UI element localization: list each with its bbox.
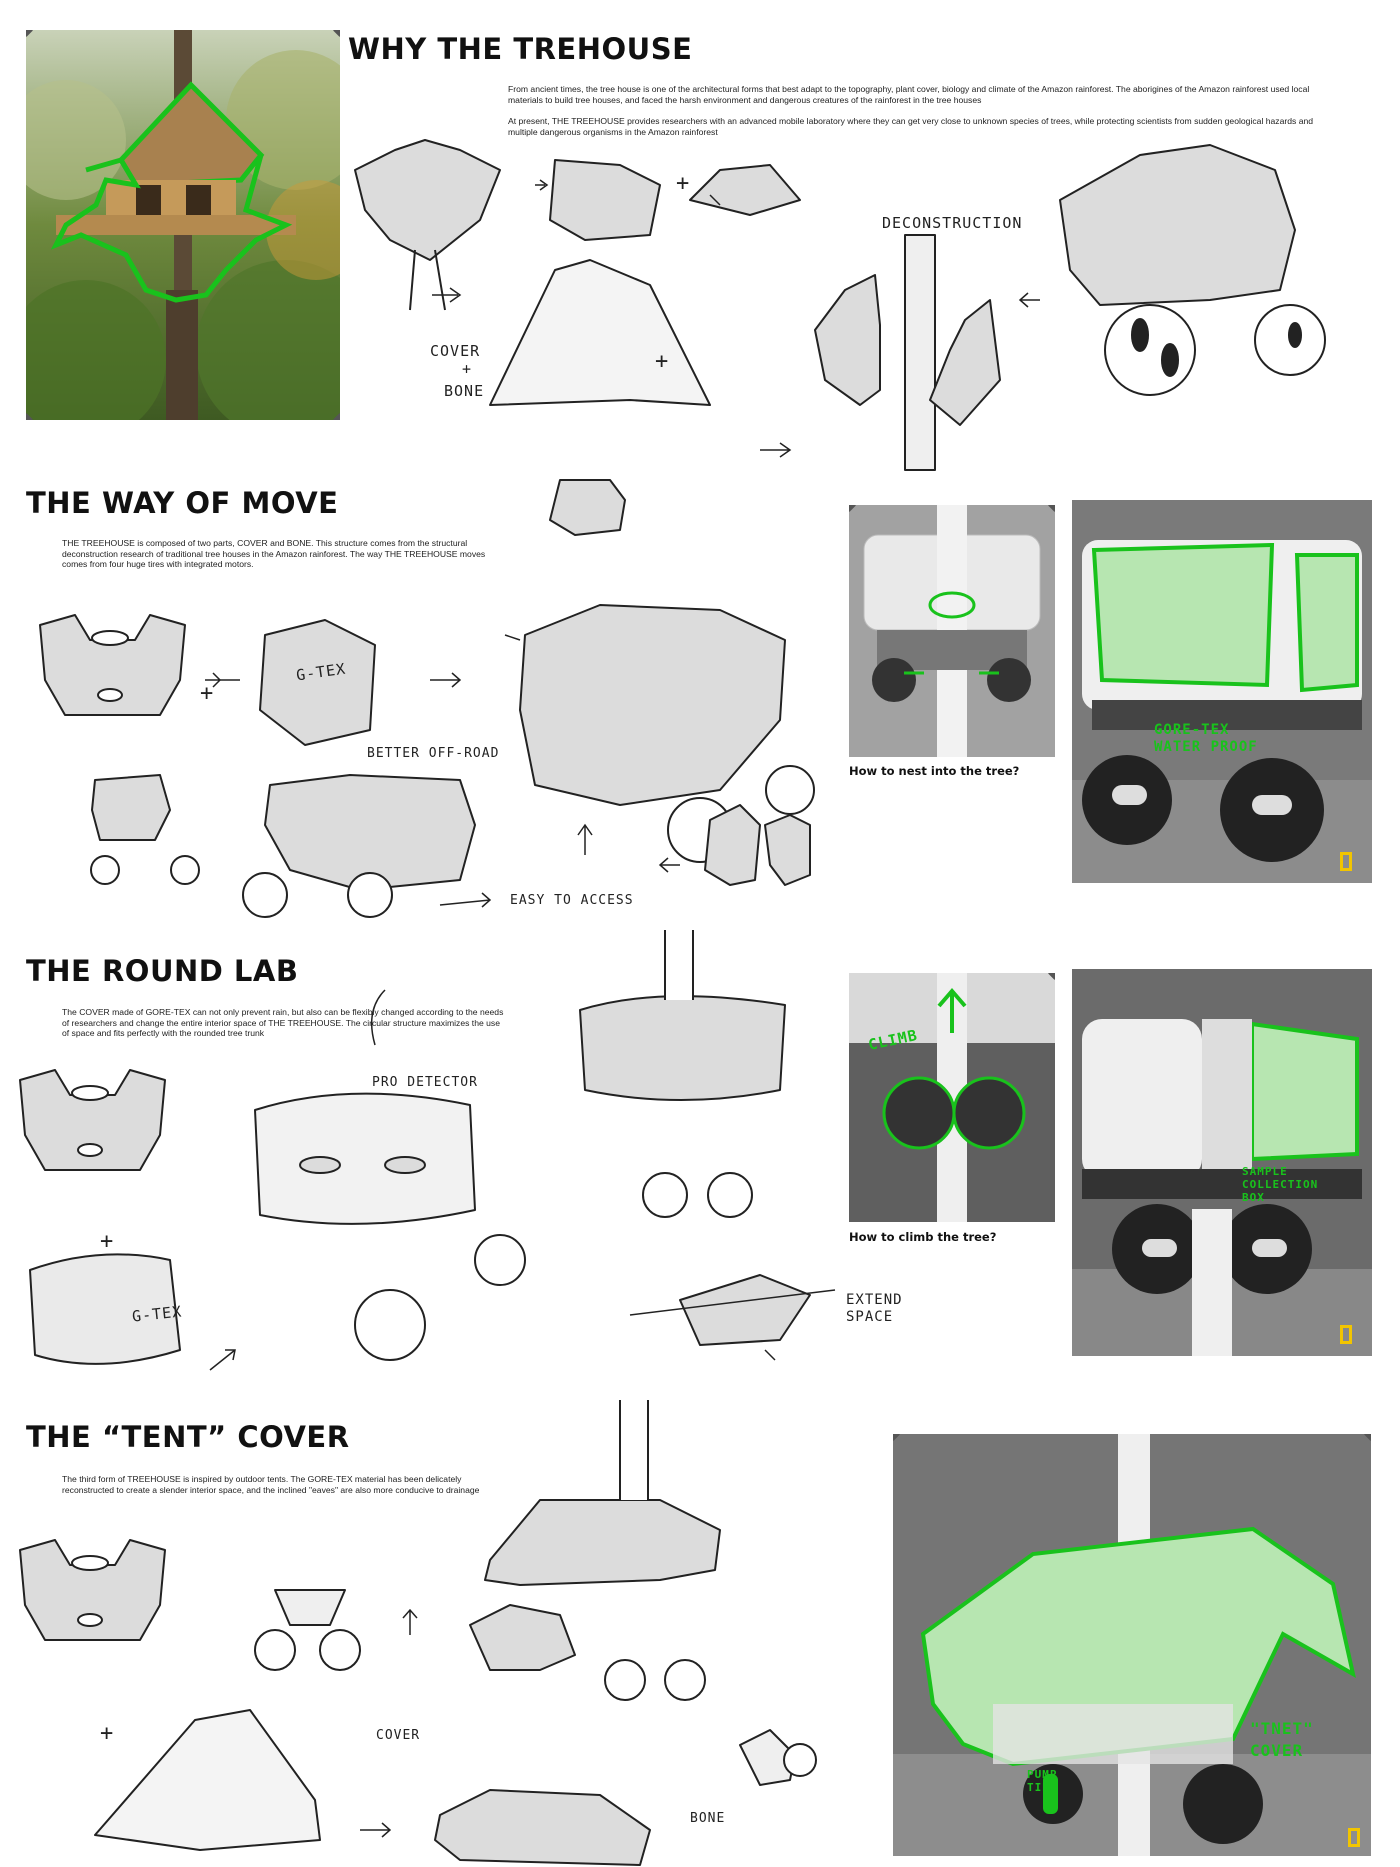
section-title-tent: THE “TENT” COVER bbox=[26, 1420, 350, 1454]
section-title-lab: THE ROUND LAB bbox=[26, 954, 299, 988]
tent-sketches: + bbox=[19, 1400, 817, 1866]
sketch-big-vehicle bbox=[519, 604, 786, 806]
svg-text:+: + bbox=[676, 171, 689, 196]
treehouse-photo bbox=[26, 30, 340, 420]
natgeo-logo bbox=[1340, 852, 1352, 871]
sketch-bone bbox=[19, 1539, 166, 1641]
sketch-folded-cover bbox=[469, 1604, 576, 1671]
sketch-gtex-cube bbox=[259, 619, 376, 746]
caption-nest: How to nest into the tree? bbox=[849, 764, 1020, 778]
sketch-treehouse-cover bbox=[354, 139, 501, 261]
sketch-bone bbox=[19, 1069, 166, 1171]
render-tent bbox=[893, 1434, 1371, 1856]
svg-text:+: + bbox=[200, 681, 213, 706]
sketch-hanging-pod bbox=[579, 995, 786, 1101]
sketch-small-box bbox=[549, 479, 626, 536]
natgeo-logo bbox=[1340, 1325, 1352, 1344]
sketch-nest-pieces bbox=[704, 804, 761, 886]
label-tnet-cover: "TNET" COVER bbox=[1250, 1719, 1314, 1760]
sketch-lab-pod bbox=[254, 1092, 476, 1225]
move-sketches: + bbox=[39, 479, 815, 918]
render-climb bbox=[849, 973, 1055, 1222]
label-plus: + bbox=[462, 360, 473, 378]
sketch-cube bbox=[549, 159, 661, 241]
sketch-extend-space bbox=[679, 1274, 811, 1346]
label-goretex: GORE-TEX WATER PROOF bbox=[1154, 722, 1258, 755]
label-bone-tent: BONE bbox=[690, 1811, 726, 1826]
tent-paragraph: The third form of TREEHOUSE is inspired … bbox=[62, 1474, 480, 1495]
lab-paragraph: The COVER made of GORE-TEX can not only … bbox=[62, 1007, 504, 1038]
lab-sketches: + bbox=[19, 930, 836, 1371]
why-sketches: + + bbox=[354, 139, 1326, 471]
sketch-mini-cover bbox=[91, 774, 171, 841]
sketch-dome bbox=[689, 164, 801, 216]
sketch-tall-cover bbox=[264, 774, 476, 891]
caption-climb: How to climb the tree? bbox=[849, 1230, 997, 1244]
svg-text:+: + bbox=[655, 349, 668, 374]
render-goretex bbox=[1072, 500, 1372, 883]
label-extend-space: EXTEND SPACE bbox=[846, 1292, 903, 1325]
label-better-offroad: BETTER OFF-ROAD bbox=[367, 746, 500, 761]
label-sample-box: SAMPLE COLLECTION BOX bbox=[1242, 1165, 1319, 1204]
label-deconstruction: DECONSTRUCTION bbox=[882, 214, 1023, 232]
sketch-tent-cover bbox=[434, 1789, 651, 1866]
label-pro-detector: PRO DETECTOR bbox=[372, 1075, 478, 1090]
sketch-bone bbox=[39, 614, 186, 716]
sketch-tent-shape bbox=[94, 1709, 321, 1851]
sketch-vehicle-cover bbox=[1059, 144, 1296, 306]
sketch-tent-roof bbox=[484, 1499, 721, 1586]
render-nest bbox=[849, 505, 1055, 757]
sketch-wheel bbox=[1104, 304, 1196, 396]
natgeo-logo bbox=[1348, 1828, 1360, 1847]
sketch-tent bbox=[489, 259, 711, 406]
svg-text:+: + bbox=[100, 1721, 113, 1746]
section-title-why: WHY THE TREHOUSE bbox=[348, 32, 693, 66]
section-title-move: THE WAY OF MOVE bbox=[26, 486, 339, 520]
why-paragraph-1: From ancient times, the tree house is on… bbox=[508, 84, 1310, 105]
label-easy-access: EASY TO ACCESS bbox=[510, 893, 634, 908]
svg-text:+: + bbox=[100, 1229, 113, 1254]
label-pump-tire: PUMP TIRE bbox=[1027, 1768, 1058, 1794]
label-cover-tent: COVER bbox=[376, 1728, 421, 1743]
move-paragraph: THE TREEHOUSE is composed of two parts, … bbox=[62, 538, 486, 569]
why-paragraph-2: At present, THE TREEHOUSE provides resea… bbox=[508, 116, 1314, 137]
sketch-trunk bbox=[904, 234, 936, 471]
label-cover: COVER bbox=[430, 342, 481, 360]
sketch-bone-right bbox=[929, 299, 1001, 426]
render-sample bbox=[1072, 969, 1372, 1356]
sketch-gtex-drum bbox=[29, 1253, 181, 1365]
sketch-bone-left bbox=[814, 274, 881, 406]
label-bone: BONE bbox=[444, 382, 485, 400]
